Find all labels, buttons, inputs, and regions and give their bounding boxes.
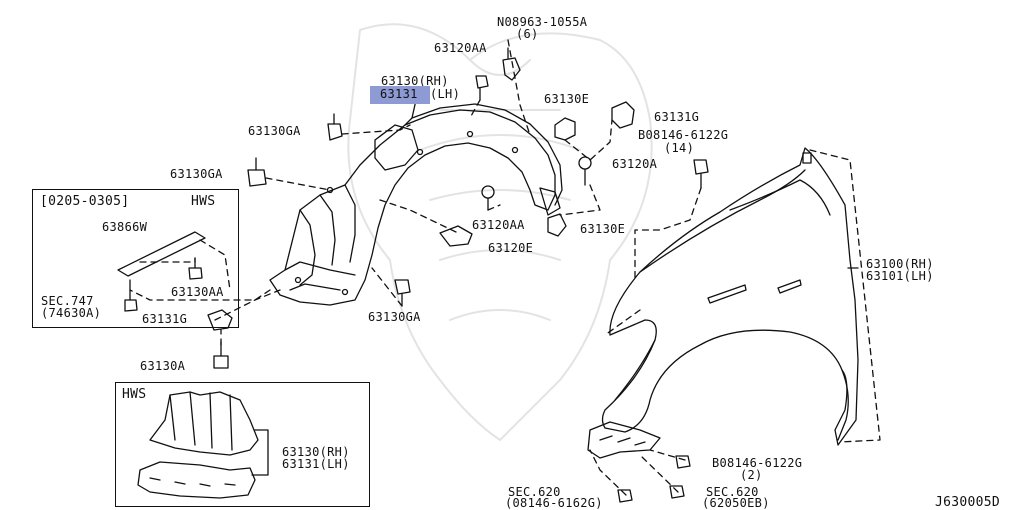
inset-top-date-range: [0205-0305] (40, 194, 130, 209)
label-screw-63130ga-c[interactable]: 63130GA (368, 310, 421, 324)
label-protector-lh[interactable]: 63131(LH) (370, 86, 460, 104)
inset-box-early-hws (32, 189, 239, 328)
label-clip-63130e-mid[interactable]: 63130E (580, 222, 626, 236)
label-bolt-08146-bottom[interactable]: B08146-6122G (712, 456, 803, 470)
label-bolt-08146-top-qty: (14) (664, 141, 695, 155)
inset-top-part-63866w[interactable]: 63866W (102, 220, 148, 234)
label-bracket-63131g-right[interactable]: 63131G (654, 110, 700, 124)
label-bolt-08146-bottom-qty: (2) (740, 468, 763, 482)
label-bracket-63131g-left[interactable]: 63131G (142, 312, 188, 326)
label-screw-63130ga-b[interactable]: 63130GA (170, 167, 223, 181)
inset-bottom-protector-lh[interactable]: 63131(LH) (282, 457, 350, 471)
label-clip-63120aa-top[interactable]: 63120AA (434, 41, 487, 55)
inset-top-sec747-part: (74630A) (41, 306, 102, 320)
label-clip-63120aa-mid[interactable]: 63120AA (472, 218, 525, 232)
label-fender-lh[interactable]: 63101(LH) (866, 269, 934, 283)
diagram-id: J630005D (935, 495, 1001, 510)
fender-63100 (587, 147, 859, 459)
label-screw-63130a[interactable]: 63130A (140, 359, 186, 373)
label-sec620-left-part: (08146-6162G) (505, 496, 603, 510)
label-bolt-08146-top[interactable]: B08146-6122G (638, 128, 729, 142)
inset-box-hws (115, 382, 370, 507)
label-seal-63120e[interactable]: 63120E (488, 241, 534, 255)
inset-top-sec747[interactable]: SEC.747 (41, 294, 94, 308)
label-screw-63130ga-a[interactable]: 63130GA (248, 124, 301, 138)
fender-protector-63130 (269, 103, 563, 306)
inset-top-variant: HWS (191, 194, 216, 209)
label-protector-lh-suffix: (LH) (430, 87, 461, 101)
inset-top-artwork (117, 231, 231, 312)
label-protector-rh[interactable]: 63130(RH) (381, 74, 449, 88)
label-clip-63130e-top[interactable]: 63130E (544, 92, 590, 106)
label-nut-08963-qty: (6) (516, 27, 539, 41)
label-sec620-right[interactable]: SEC.620 (706, 485, 759, 499)
highlight-protector-lh[interactable]: 63131 (370, 86, 430, 104)
inset-bottom-variant: HWS (122, 387, 147, 402)
label-nut-08963[interactable]: N08963-1055A (497, 15, 588, 29)
small-parts (207, 47, 709, 503)
inset-top-part-63130aa[interactable]: 63130AA (171, 285, 224, 299)
leader-lines (129, 39, 881, 496)
label-sec620-right-part: (62050EB) (702, 496, 770, 510)
label-clip-63120a[interactable]: 63120A (612, 157, 658, 171)
label-sec620-left[interactable]: SEC.620 (508, 485, 561, 499)
inset-bottom-protector-rh[interactable]: 63130(RH) (282, 445, 350, 459)
inset-bottom-artwork (137, 391, 269, 499)
label-fender-rh[interactable]: 63100(RH) (866, 257, 934, 271)
watermark-emblem (347, 23, 653, 441)
